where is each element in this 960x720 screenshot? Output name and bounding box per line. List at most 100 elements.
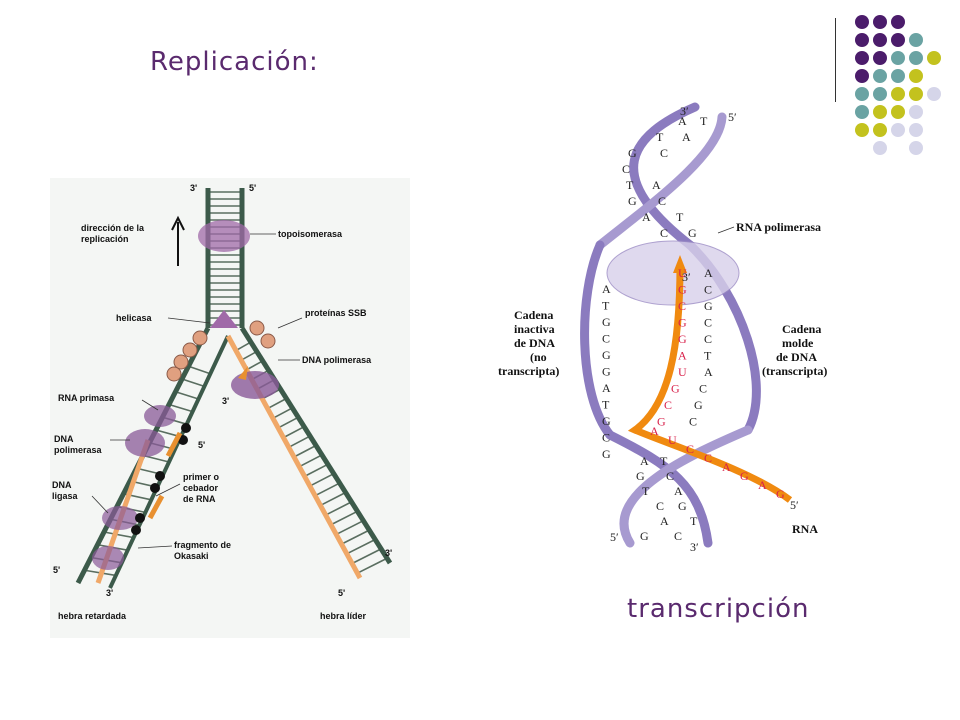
rna-base: U xyxy=(678,266,687,280)
lagging-inner-strand xyxy=(108,335,230,589)
decorative-dot xyxy=(909,51,923,65)
decorative-dot xyxy=(855,15,869,29)
helicase-shape xyxy=(210,310,238,328)
arrow-head xyxy=(171,215,185,231)
decorative-dot xyxy=(855,69,869,83)
base-pair-rung xyxy=(272,407,293,419)
template-base: C xyxy=(704,316,712,330)
base-pair-right: T xyxy=(690,514,698,528)
inactive-strand-base: G xyxy=(602,365,611,379)
template-base: A xyxy=(704,266,713,280)
end-5-top: 5' xyxy=(249,183,256,193)
end-3-bottom-right: 3' xyxy=(385,548,392,558)
base-pair-right: C xyxy=(660,146,668,160)
rna-base: A xyxy=(678,349,687,363)
okazaki-arrows xyxy=(147,431,183,520)
inactive-strand-base: G xyxy=(602,447,611,461)
leader-rna-pol xyxy=(717,226,735,234)
end-rna-3: 3′ xyxy=(682,270,691,284)
decorative-dot xyxy=(891,105,905,119)
decorative-dot xyxy=(873,141,887,155)
base-pair-rung xyxy=(181,378,205,388)
inactive-strand-base: T xyxy=(602,398,610,412)
rna-tail-base: G xyxy=(776,487,785,501)
leading-template-strand xyxy=(239,326,393,565)
base-pair-left: A xyxy=(660,514,669,528)
transcription-title: transcripción xyxy=(627,594,810,624)
base-pair-rung xyxy=(277,416,299,429)
rna-tail-base: A xyxy=(722,460,731,474)
decorative-dot xyxy=(873,123,887,137)
template-base: G xyxy=(694,398,703,412)
label-template-3: de DNA xyxy=(776,350,817,364)
end-5-bottom-left: 5' xyxy=(53,565,60,575)
decorative-dot xyxy=(891,87,905,101)
label-direction-2: replicación xyxy=(81,234,129,244)
inactive-strand-base: G xyxy=(602,414,611,428)
rna-base: G xyxy=(657,415,666,429)
label-leader-lines xyxy=(91,233,303,549)
base-pair-rung xyxy=(235,341,252,352)
topoisomerase-shape xyxy=(198,220,250,252)
rna-base: C xyxy=(664,398,672,412)
base-pair-rung xyxy=(298,454,323,468)
rna-base: G xyxy=(678,316,687,330)
decorative-dot xyxy=(873,33,887,47)
rna-growth-arrow xyxy=(673,255,687,273)
base-pair-right: T xyxy=(700,114,708,128)
decorative-divider xyxy=(835,18,836,102)
template-base: A xyxy=(704,365,713,379)
template-base: C xyxy=(704,332,712,346)
end-5-mid: 5' xyxy=(198,440,205,450)
rna-base: G xyxy=(678,332,687,346)
base-pair-left: T xyxy=(656,130,664,144)
end-bottom-3: 3′ xyxy=(690,540,699,554)
template-base: G xyxy=(704,299,713,313)
label-primer-2: cebador xyxy=(183,483,219,493)
template-base: C xyxy=(689,415,697,429)
base-pair-right: T xyxy=(660,454,668,468)
label-leading-strand: hebra líder xyxy=(320,611,367,621)
rna-base: G xyxy=(678,283,687,297)
template-base: C xyxy=(704,283,712,297)
dna-polymerase-lagging-shape xyxy=(125,429,165,457)
decorative-dot xyxy=(873,69,887,83)
rna-tail-base: U xyxy=(668,433,677,447)
decorative-dot xyxy=(855,123,869,137)
rna-base: U xyxy=(678,365,687,379)
base-pair-rung xyxy=(283,425,305,439)
inactive-strand-base: C xyxy=(602,332,610,346)
base-pair-rung xyxy=(325,501,352,516)
rna-tail-base: C xyxy=(686,442,694,456)
label-helicase: helicasa xyxy=(116,313,153,323)
rna-tail-base: A xyxy=(758,478,767,492)
inactive-strand-base: G xyxy=(602,348,611,362)
inactive-strand-base: A xyxy=(602,282,611,296)
decorative-dot xyxy=(909,141,923,155)
decorative-dot xyxy=(909,33,923,47)
end-top-5: 5′ xyxy=(728,110,737,124)
decorative-dot xyxy=(927,51,941,65)
base-pair-left: T xyxy=(642,484,650,498)
decorative-dot xyxy=(891,69,905,83)
base-pair-left: C xyxy=(622,162,630,176)
decorative-dot xyxy=(891,15,905,29)
label-primer: primer o xyxy=(183,472,220,482)
label-dna-polymerase-left: DNA xyxy=(54,434,74,444)
label-template-2: molde xyxy=(782,336,814,350)
base-pair-rung xyxy=(293,444,317,458)
decorative-dot xyxy=(873,87,887,101)
replication-fork-diagram: dirección de la replicación topoisomeras… xyxy=(50,178,410,638)
base-pair-rung xyxy=(288,435,311,449)
decorative-dot xyxy=(873,105,887,119)
end-top-3: 3′ xyxy=(680,104,689,118)
label-ssb: proteínas SSB xyxy=(305,308,367,318)
inactive-strand-base: A xyxy=(602,381,611,395)
rna-primers xyxy=(131,423,191,535)
base-pair-rung xyxy=(240,350,258,361)
rna-tail-base: C xyxy=(704,451,712,465)
template-base: T xyxy=(704,349,712,363)
rna-transcript-strand xyxy=(627,264,793,503)
base-pair-rung xyxy=(246,360,264,371)
